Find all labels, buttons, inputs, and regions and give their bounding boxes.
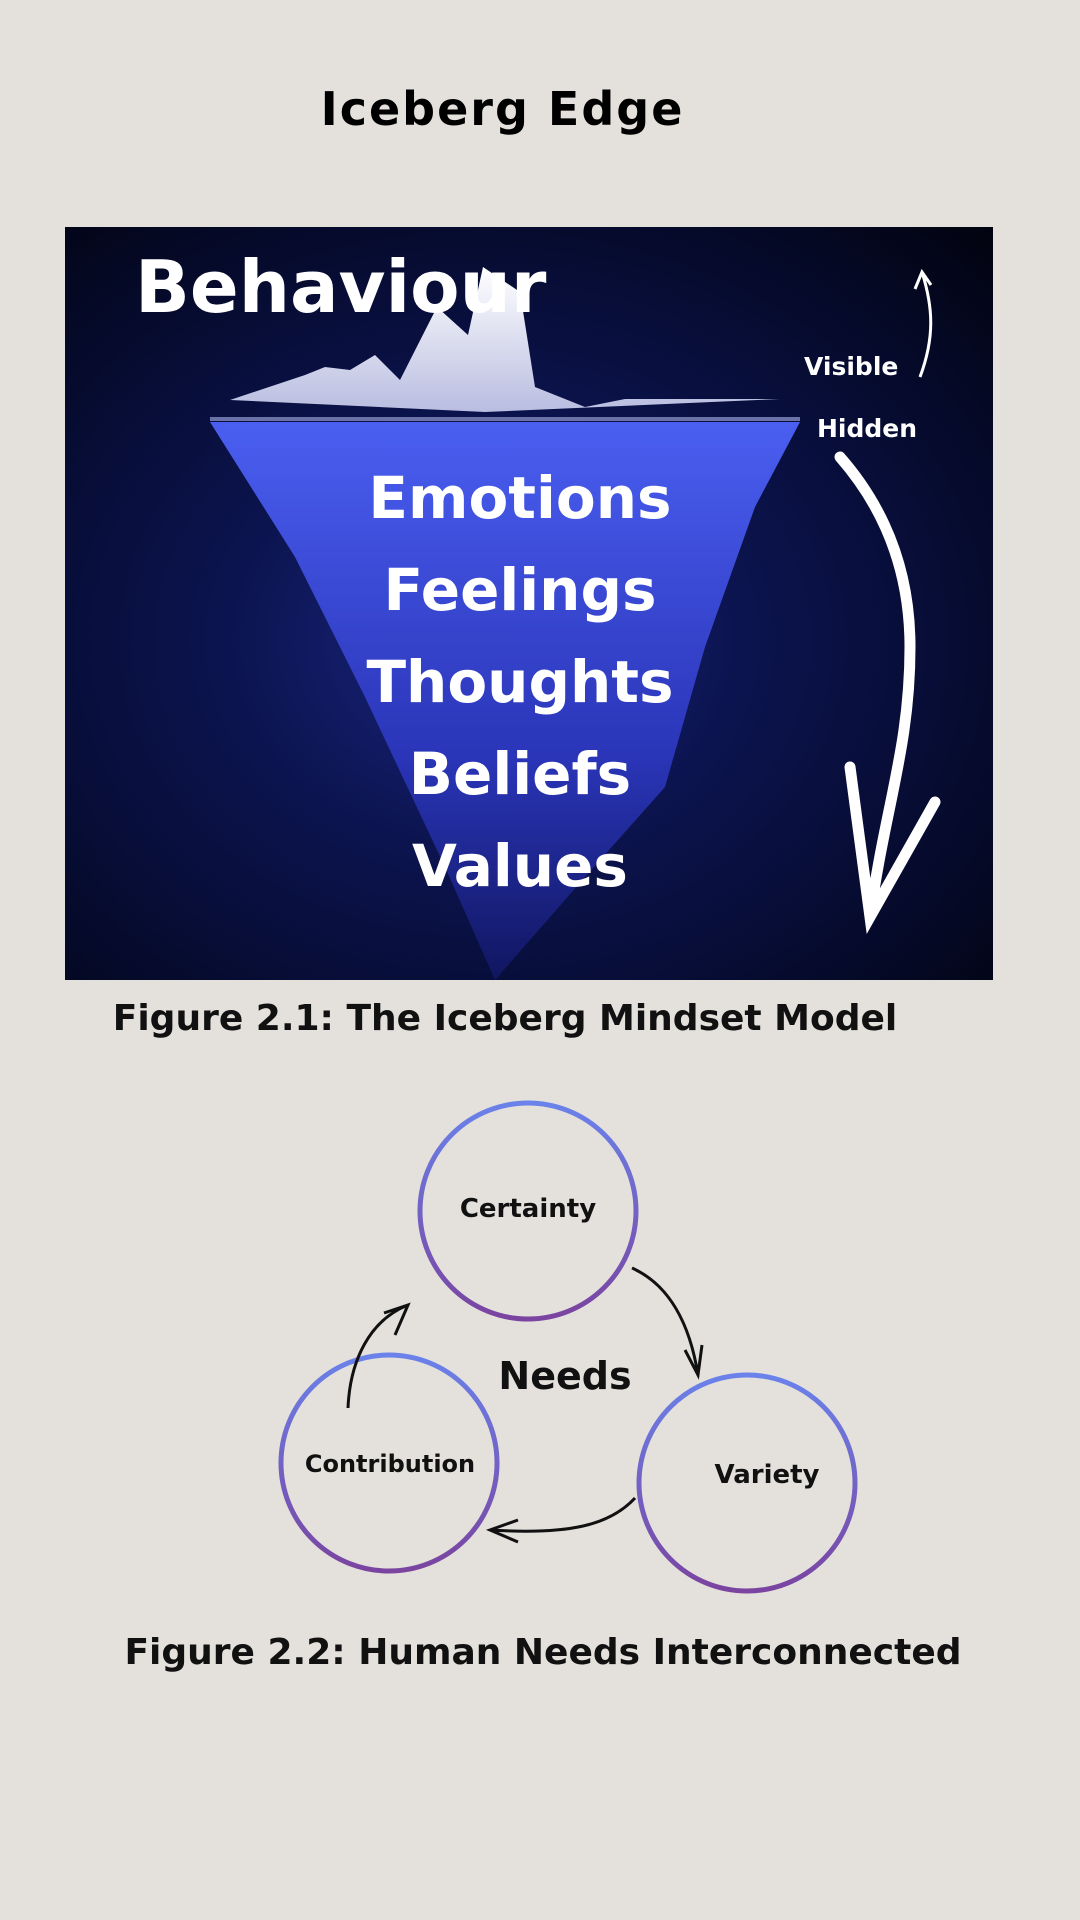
hidden-down-arrow-icon <box>834 451 941 934</box>
needs-center-label: Needs <box>498 1354 632 1398</box>
hidden-label: Hidden <box>817 414 918 443</box>
arrow-variety-to-contribution-icon <box>485 1496 637 1544</box>
variety-circle <box>636 1372 858 1594</box>
page-title: Iceberg Edge <box>320 82 685 136</box>
node-certainty: Certainty <box>459 1194 597 1224</box>
iceberg-underwater <box>210 422 800 980</box>
needs-diagram <box>278 1100 858 1594</box>
layer-values: Values <box>412 832 628 900</box>
arrow-contribution-to-certainty-icon <box>346 1302 411 1409</box>
figure-1-caption: Figure 2.1: The Iceberg Mindset Model <box>112 998 898 1039</box>
iceberg-tip <box>230 267 780 412</box>
figure-2-caption: Figure 2.2: Human Needs Interconnected <box>124 1632 962 1673</box>
layer-beliefs: Beliefs <box>408 740 632 808</box>
visible-up-arrow-icon <box>913 268 933 378</box>
node-variety: Variety <box>714 1460 820 1490</box>
iceberg-illustration <box>210 267 941 980</box>
layer-emotions: Emotions <box>368 464 672 532</box>
contribution-circle <box>278 1352 500 1574</box>
behaviour-label: Behaviour <box>135 245 547 329</box>
visible-label: Visible <box>804 352 899 381</box>
certainty-circle <box>417 1100 639 1322</box>
layer-feelings: Feelings <box>383 556 657 624</box>
arrow-certainty-to-variety-icon <box>631 1266 704 1380</box>
hidden-layers-list: Emotions Feelings Thoughts Beliefs Value… <box>320 452 720 912</box>
layer-thoughts: Thoughts <box>366 648 674 716</box>
iceberg-image: Behaviour Visible Hidden Emotions Feelin… <box>65 227 993 980</box>
node-contribution: Contribution <box>304 1450 476 1478</box>
